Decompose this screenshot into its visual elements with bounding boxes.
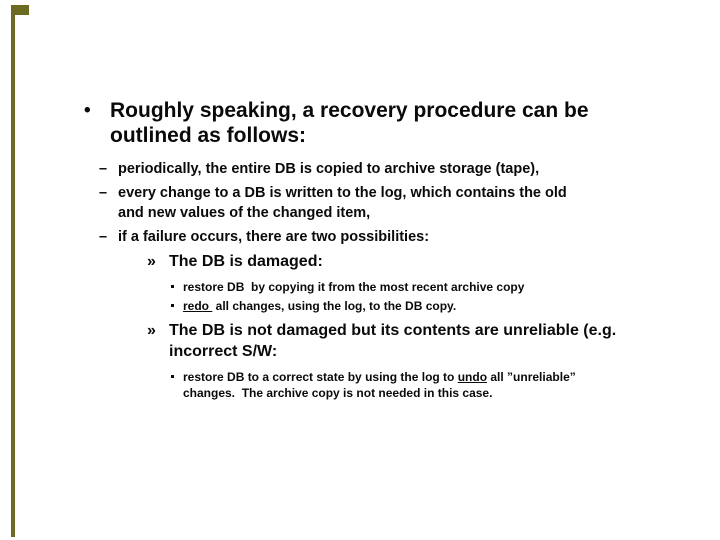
slide-edge-tab: [11, 5, 29, 15]
dash-item: – periodically, the entire DB is copied …: [99, 159, 700, 179]
text-segment: restore DB by copying it from the most r…: [183, 280, 525, 294]
bullet-icon: •: [84, 100, 91, 121]
slide-content: • Roughly speaking, a recovery procedure…: [84, 98, 700, 404]
case2-heading-text: The DB is not damaged but its contents a…: [169, 322, 617, 360]
text-segment: all ”unreliable” changes. The archive co…: [183, 370, 576, 400]
case2-sub-bullet-group: restore DB to a correct state by using t…: [84, 369, 700, 401]
underlined-word: redo: [183, 299, 213, 313]
chevron-icon: »: [147, 253, 156, 270]
sub-bullet-icon: [171, 375, 174, 378]
dash-item-group: – periodically, the entire DB is copied …: [84, 159, 700, 247]
main-bullet-item: • Roughly speaking, a recovery procedure…: [84, 98, 700, 148]
sub-bullet-text: restore DB to a correct state by using t…: [183, 369, 576, 401]
dash-item-text: periodically, the entire DB is copied to…: [118, 161, 540, 177]
sub-bullet-text: redo all changes, using the log, to the …: [183, 298, 456, 314]
dash-icon: –: [99, 185, 108, 201]
text-segment: restore DB to a correct state by using t…: [183, 370, 458, 384]
sub-bullet-icon: [171, 285, 174, 288]
dash-icon: –: [99, 161, 108, 177]
underlined-word: undo: [457, 370, 488, 384]
dash-icon: –: [99, 229, 108, 245]
slide-edge-line: [11, 5, 15, 537]
case2-heading-item: » The DB is not damaged but its contents…: [84, 320, 700, 362]
sub-bullet-item: restore DB by copying it from the most r…: [171, 279, 700, 295]
sub-bullet-item: restore DB to a correct state by using t…: [171, 369, 700, 401]
sub-bullet-text: restore DB by copying it from the most r…: [183, 279, 524, 295]
sub-bullet-icon: [171, 304, 174, 307]
main-bullet-text: Roughly speaking, a recovery procedure c…: [110, 99, 589, 147]
sub-bullet-item: redo all changes, using the log, to the …: [171, 298, 700, 314]
case1-heading-text: The DB is damaged:: [169, 253, 323, 270]
dash-item: – every change to a DB is written to the…: [99, 183, 700, 223]
text-segment: all changes, using the log, to the DB co…: [212, 299, 457, 313]
chevron-icon: »: [147, 322, 156, 339]
dash-item: – if a failure occurs, there are two pos…: [99, 227, 700, 247]
dash-item-text: if a failure occurs, there are two possi…: [118, 229, 430, 245]
case1-heading-item: » The DB is damaged:: [84, 251, 700, 272]
dash-item-text: every change to a DB is written to the l…: [118, 185, 567, 221]
case1-sub-bullet-group: restore DB by copying it from the most r…: [84, 279, 700, 314]
